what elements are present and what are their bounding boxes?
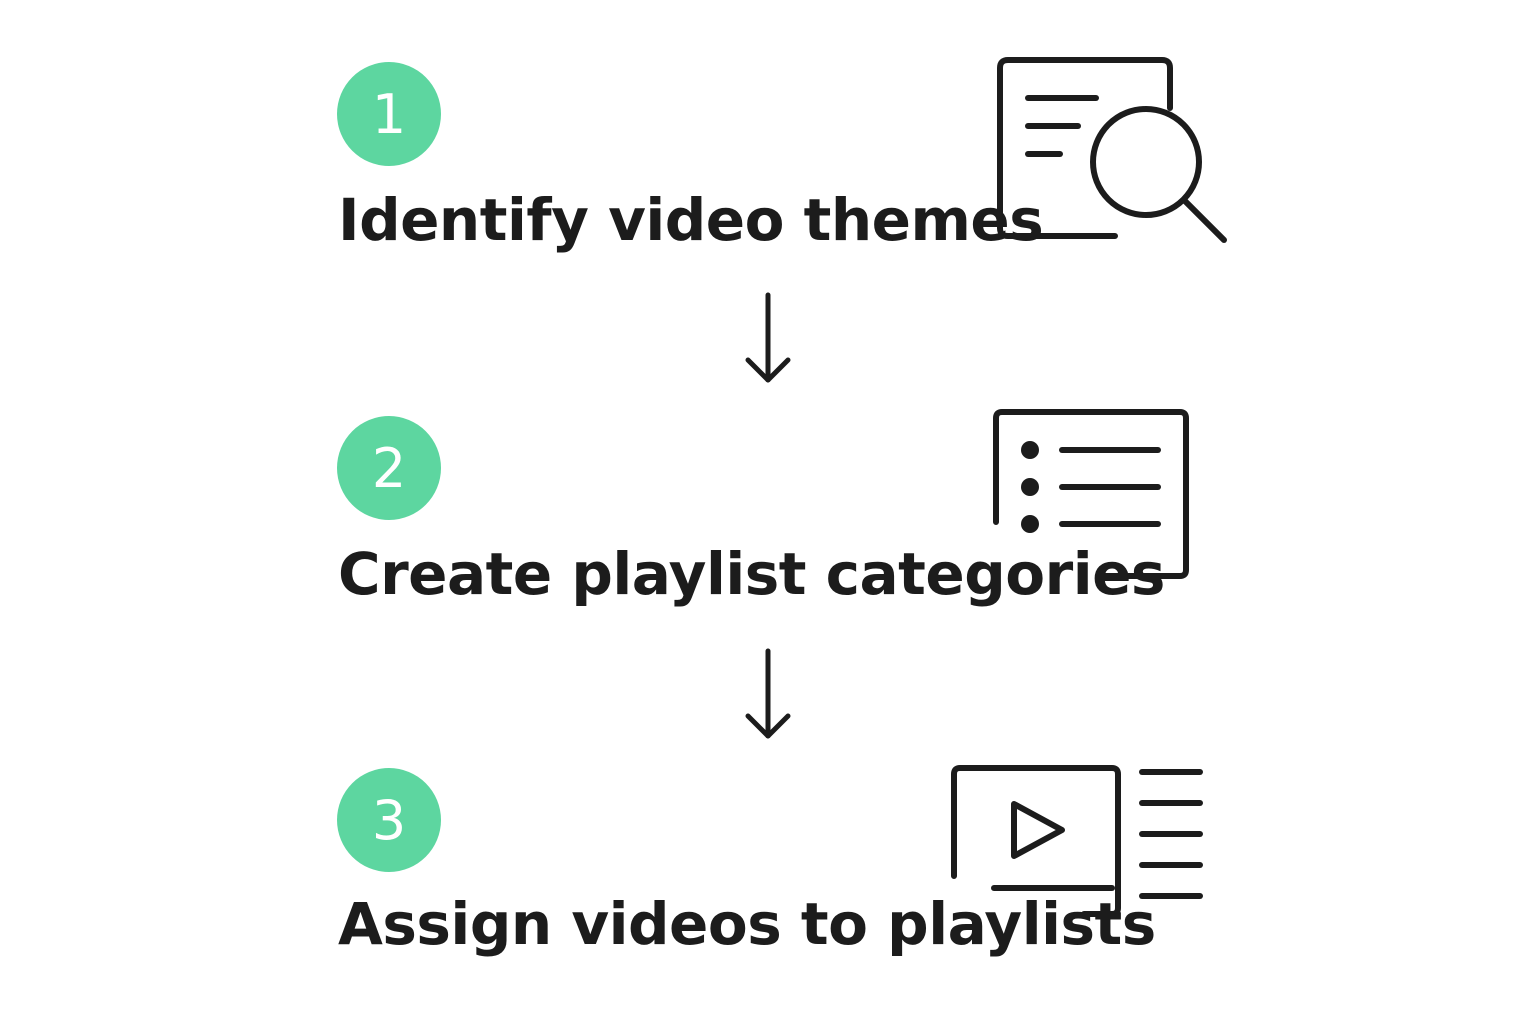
- step-number-badge: 3: [337, 768, 441, 872]
- step-label: Create playlist categories: [338, 540, 1165, 608]
- step-number-badge: 1: [337, 62, 441, 166]
- step-label: Assign videos to playlists: [338, 890, 1156, 958]
- step-number-badge: 2: [337, 416, 441, 520]
- bulleted-list-icon: [993, 409, 1189, 579]
- video-playlist-icon: [951, 765, 1203, 917]
- document-search-icon: [997, 57, 1227, 243]
- step-label: Identify video themes: [338, 186, 1044, 254]
- down-arrow-icon: [745, 292, 791, 383]
- down-arrow-icon: [745, 648, 791, 739]
